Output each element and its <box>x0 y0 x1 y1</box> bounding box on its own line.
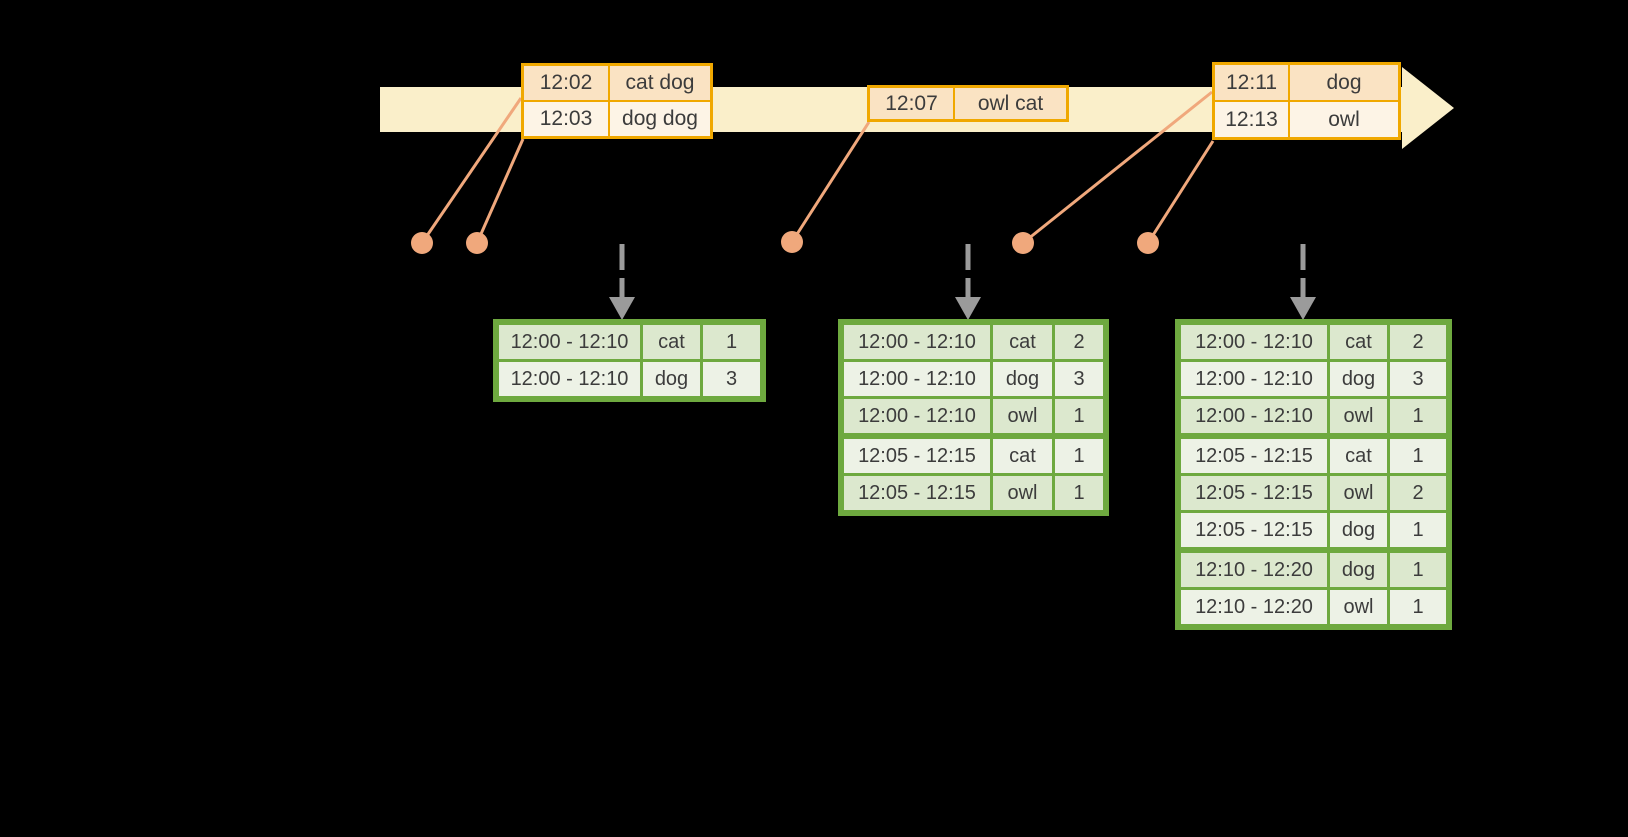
word-cell: owl <box>993 399 1052 433</box>
count-cell: 1 <box>1390 590 1446 624</box>
event-time-cell: 12:02 <box>524 66 608 100</box>
word-cell: owl <box>993 476 1052 510</box>
result-row: 12:10 - 12:20 owl 1 <box>1181 590 1446 624</box>
word-cell: cat <box>1330 325 1387 359</box>
window-cell: 12:05 - 12:15 <box>1181 513 1327 547</box>
window-cell: 12:05 - 12:15 <box>844 439 990 473</box>
window-cell: 12:00 - 12:10 <box>1181 399 1327 433</box>
count-cell: 3 <box>703 362 760 396</box>
result-table-1: 12:00 - 12:10 cat 1 12:00 - 12:10 dog 3 <box>493 319 766 402</box>
connector-line <box>790 121 871 243</box>
result-row: 12:05 - 12:15 dog 1 <box>1181 513 1446 547</box>
result-row: 12:00 - 12:10 dog 3 <box>499 362 760 396</box>
event-table-3: 12:11 dog 12:13 owl <box>1212 62 1401 140</box>
word-cell: cat <box>993 325 1052 359</box>
result-row: 12:10 - 12:20 dog 1 <box>1181 553 1446 587</box>
count-cell: 2 <box>1055 325 1103 359</box>
dashed-arrow-head-icon <box>1290 297 1316 320</box>
window-cell: 12:00 - 12:10 <box>1181 325 1327 359</box>
event-table-2: 12:07 owl cat <box>867 85 1069 122</box>
count-cell: 3 <box>1055 362 1103 396</box>
count-cell: 1 <box>1390 439 1446 473</box>
window-cell: 12:00 - 12:10 <box>499 362 640 396</box>
window-cell: 12:00 - 12:10 <box>844 325 990 359</box>
result-table-2: 12:00 - 12:10 cat 2 12:00 - 12:10 dog 3 … <box>838 319 1109 516</box>
connector-line <box>475 138 525 244</box>
count-cell: 1 <box>1055 399 1103 433</box>
event-words-cell: owl cat <box>955 88 1066 119</box>
trigger-arrows <box>609 244 1316 320</box>
word-cell: owl <box>1330 399 1387 433</box>
result-row: 12:00 - 12:10 cat 1 <box>499 325 760 359</box>
event-dot-icon <box>781 231 803 253</box>
window-cell: 12:05 - 12:15 <box>1181 439 1327 473</box>
window-cell: 12:00 - 12:10 <box>844 362 990 396</box>
dashed-arrow-head-icon <box>609 297 635 320</box>
result-row: 12:05 - 12:15 cat 1 <box>844 439 1103 473</box>
word-cell: cat <box>1330 439 1387 473</box>
count-cell: 1 <box>1390 513 1446 547</box>
event-dots <box>411 231 1159 254</box>
result-row: 12:05 - 12:15 cat 1 <box>1181 439 1446 473</box>
event-words-cell: cat dog <box>610 66 710 100</box>
result-row: 12:00 - 12:10 dog 3 <box>844 362 1103 396</box>
event-words-cell: dog <box>1290 65 1398 100</box>
count-cell: 1 <box>1055 476 1103 510</box>
count-cell: 1 <box>703 325 760 359</box>
count-cell: 2 <box>1390 325 1446 359</box>
window-cell: 12:05 - 12:15 <box>844 476 990 510</box>
count-cell: 1 <box>1390 399 1446 433</box>
count-cell: 1 <box>1055 439 1103 473</box>
word-cell: dog <box>643 362 700 396</box>
event-time-cell: 12:03 <box>524 102 608 136</box>
word-cell: cat <box>993 439 1052 473</box>
event-time-cell: 12:11 <box>1215 65 1288 100</box>
result-row: 12:00 - 12:10 owl 1 <box>844 399 1103 433</box>
event-time-cell: 12:13 <box>1215 102 1288 137</box>
connector-line <box>1146 140 1215 244</box>
result-row: 12:05 - 12:15 owl 1 <box>844 476 1103 510</box>
event-dot-icon <box>411 232 433 254</box>
window-cell: 12:00 - 12:10 <box>499 325 640 359</box>
window-cell: 12:00 - 12:10 <box>844 399 990 433</box>
count-cell: 2 <box>1390 476 1446 510</box>
window-cell: 12:00 - 12:10 <box>1181 362 1327 396</box>
event-time-cell: 12:07 <box>870 88 953 119</box>
word-cell: dog <box>993 362 1052 396</box>
result-row: 12:00 - 12:10 cat 2 <box>844 325 1103 359</box>
event-words-cell: dog dog <box>610 102 710 136</box>
connector-line <box>420 97 523 244</box>
result-row: 12:05 - 12:15 owl 2 <box>1181 476 1446 510</box>
word-cell: dog <box>1330 553 1387 587</box>
word-cell: owl <box>1330 590 1387 624</box>
word-cell: dog <box>1330 362 1387 396</box>
window-cell: 12:10 - 12:20 <box>1181 590 1327 624</box>
word-cell: dog <box>1330 513 1387 547</box>
count-cell: 3 <box>1390 362 1446 396</box>
event-dot-icon <box>466 232 488 254</box>
timeline-arrowhead-icon <box>1402 67 1454 149</box>
event-table-1: 12:02 cat dog 12:03 dog dog <box>521 63 713 139</box>
event-words-cell: owl <box>1290 102 1398 137</box>
result-table-3: 12:00 - 12:10 cat 2 12:00 - 12:10 dog 3 … <box>1175 319 1452 630</box>
event-connector-lines <box>420 90 1215 245</box>
event-dot-icon <box>1137 232 1159 254</box>
connector-line <box>1022 90 1213 245</box>
event-dot-icon <box>1012 232 1034 254</box>
word-cell: owl <box>1330 476 1387 510</box>
result-row: 12:00 - 12:10 owl 1 <box>1181 399 1446 433</box>
count-cell: 1 <box>1390 553 1446 587</box>
result-row: 12:00 - 12:10 dog 3 <box>1181 362 1446 396</box>
word-cell: cat <box>643 325 700 359</box>
window-cell: 12:10 - 12:20 <box>1181 553 1327 587</box>
dashed-arrow-head-icon <box>955 297 981 320</box>
result-row: 12:00 - 12:10 cat 2 <box>1181 325 1446 359</box>
window-cell: 12:05 - 12:15 <box>1181 476 1327 510</box>
